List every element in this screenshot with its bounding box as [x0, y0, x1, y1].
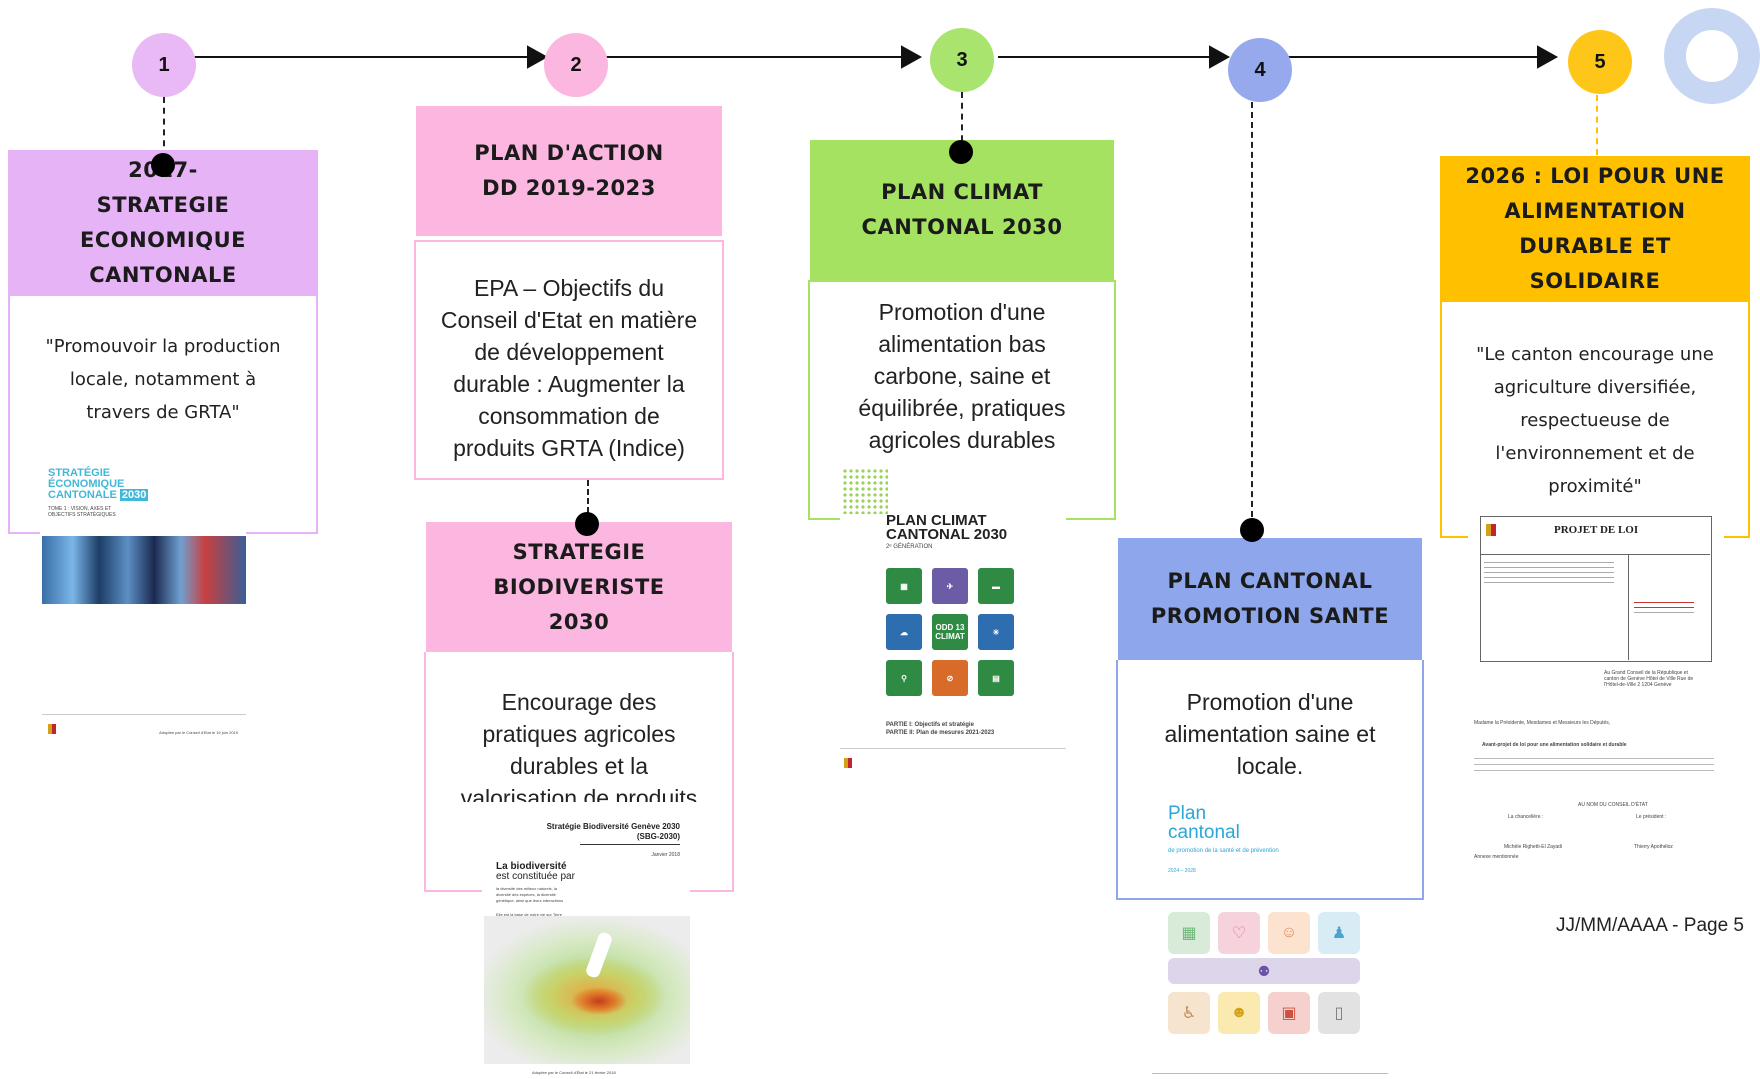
connector-4 — [1251, 102, 1253, 527]
card-5-body: "Le canton encourage une agriculture div… — [1440, 302, 1750, 538]
doc-plan-sante-sub: de promotion de la santé et de préventio… — [1168, 848, 1279, 854]
puzzle-group-icon: ☻ — [1218, 992, 1260, 1034]
tile-buildings-icon: ▦ — [886, 568, 922, 604]
step-1-circle: 1 — [132, 33, 196, 97]
cover-photo-strip — [42, 536, 246, 604]
doc-plan-sante-years: 2024 – 2028 — [1168, 868, 1196, 874]
doc-projet-loi: PROJET DE LOI Au Grand Conseil de la Rép… — [1468, 510, 1724, 872]
geneve-crest-icon — [1486, 524, 1496, 536]
card-1-dot — [151, 153, 175, 177]
tile-noplane-icon: ⊘ — [932, 660, 968, 696]
card-4-body: Promotion d'une alimentation saine et lo… — [1116, 660, 1424, 900]
card-3-dot — [949, 140, 973, 164]
tile-factory-icon: ☁ — [886, 614, 922, 650]
tile-solar-icon: ▤ — [978, 660, 1014, 696]
connector-1 — [163, 97, 165, 157]
step-4-circle: 4 — [1228, 38, 1292, 102]
puzzle-person-icon: ☺ — [1268, 912, 1310, 954]
tile-odd13-icon: ODD 13 CLIMAT — [932, 614, 968, 650]
puzzle-briefcase-icon: ▣ — [1268, 992, 1310, 1034]
connector-3 — [961, 92, 963, 152]
doc-biodiversite-cover: Stratégie Biodiversité Genève 2030(SBG-2… — [482, 812, 690, 1079]
doc-plan-climat-cover: PLAN CLIMAT CANTONAL 2030 2ᵉ GÉNÉRATION … — [840, 464, 1066, 784]
card-2b-header: STRATEGIE BIODIVERISTE 2030 — [426, 522, 732, 652]
step-2-circle: 2 — [544, 33, 608, 97]
biodiversity-map-mosaic — [484, 916, 690, 1064]
card-5-header: 2026 : LOI POUR UNE ALIMENTATION DURABLE… — [1440, 156, 1750, 302]
puzzle-phone-icon: ▯ — [1318, 992, 1360, 1034]
doc-strategie-economique-cover: STRATÉGIE ÉCONOMIQUE CANTONALE 2030 TOME… — [40, 462, 246, 760]
card-2-header: PLAN D'ACTION DD 2019-2023 — [416, 106, 722, 236]
tile-walker-icon: ⚲ — [886, 660, 922, 696]
tile-thermometer-icon: ☀ — [978, 614, 1014, 650]
puzzle-grid: ▦ ♡ ☺ ♟ ⚉ ♿ ☻ ▣ ▯ — [1168, 912, 1368, 1038]
card-4-header: PLAN CANTONAL PROMOTION SANTE — [1118, 538, 1422, 660]
card-4-dot — [1240, 518, 1264, 542]
puzzle-heart-icon: ♡ — [1218, 912, 1260, 954]
step-3-circle: 3 — [930, 28, 994, 92]
page-footer: JJ/MM/AAAA - Page 5 — [1556, 915, 1744, 936]
geneve-crest-icon — [844, 758, 852, 768]
step-5-circle: 5 — [1568, 30, 1632, 94]
card-2b-dot — [575, 512, 599, 536]
connector-5 — [1596, 95, 1598, 155]
timeline-arrows — [180, 45, 1559, 69]
puzzle-buildings-icon: ▦ — [1168, 912, 1210, 954]
puzzle-elder-icon: ♿ — [1168, 992, 1210, 1034]
puzzle-center-band: ⚉ — [1168, 958, 1360, 984]
card-2-body: EPA – Objectifs du Conseil d'Etat en mat… — [414, 240, 724, 480]
tile-bird-icon: ✈ — [932, 568, 968, 604]
connector-2b — [587, 480, 589, 522]
geneve-crest-icon — [48, 724, 56, 734]
puzzle-family-icon: ♟ — [1318, 912, 1360, 954]
tile-train-icon: ▬ — [978, 568, 1014, 604]
dot-grid-pattern — [842, 468, 888, 514]
